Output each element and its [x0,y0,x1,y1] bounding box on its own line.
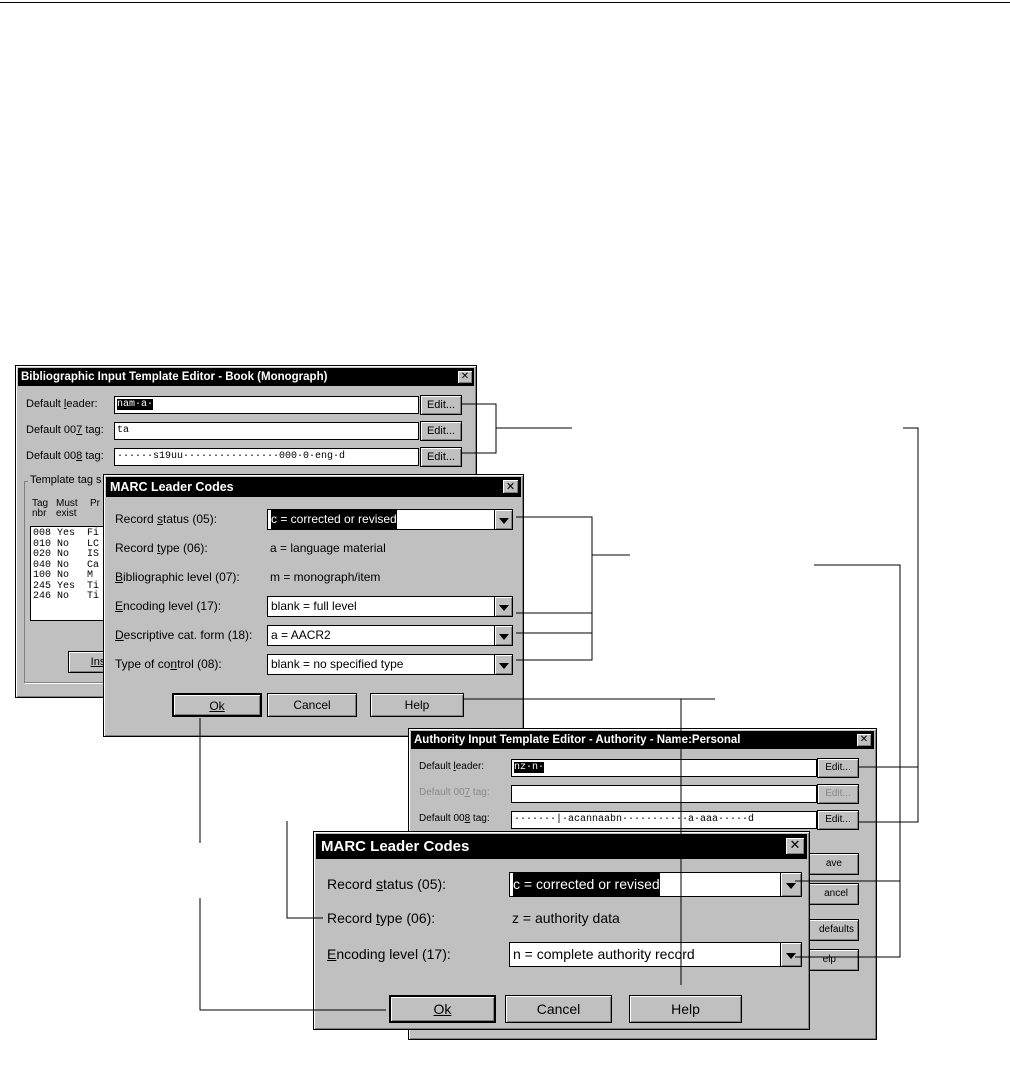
window-title: Bibliographic Input Template Editor - Bo… [18,368,474,386]
window-title: Authority Input Template Editor - Author… [411,731,874,749]
default-007-label: Default 007 tag: [419,787,490,798]
edit-leader-button[interactable]: Edit... [817,758,859,778]
bib-level-label: Bibliographic level (07): [115,570,240,584]
chevron-down-icon[interactable] [494,510,512,529]
default-leader-field[interactable]: nz·n· [511,759,817,777]
list-item[interactable]: 245 Yes Ti [33,580,100,592]
dialog-title: MARC Leader Codes [106,477,521,497]
list-item[interactable]: 040 No Ca [33,559,100,571]
ok-button[interactable]: Ok [389,995,496,1023]
dialog-title: MARC Leader Codes [316,834,807,859]
edit-007-button[interactable]: Edit... [420,421,462,441]
edit-007-button: Edit... [817,784,859,804]
record-type-value: z = authority data [512,910,620,926]
edit-008-button[interactable]: Edit... [817,810,859,830]
template-tags-group-label: Template tag s [28,474,104,486]
bib-level-value: m = monograph/item [270,570,381,584]
cancel-button[interactable]: Cancel [505,995,612,1023]
edit-leader-button[interactable]: Edit... [420,395,462,415]
descriptive-cat-label: Descriptive cat. form (18): [115,628,253,642]
edit-008-button[interactable]: Edit... [420,447,462,467]
default-007-field[interactable]: ta [114,422,419,440]
list-item[interactable]: 100 No M [33,570,94,581]
chevron-down-icon[interactable] [494,597,512,616]
encoding-level-select[interactable]: n = complete authority record [509,942,802,967]
cancel-button[interactable]: Cancel [267,693,357,717]
encoding-level-label: Encoding level (17): [115,599,222,613]
close-icon[interactable]: ✕ [856,733,872,747]
help-button[interactable]: Help [629,995,742,1023]
chevron-down-icon[interactable] [494,655,512,674]
record-type-label: Record type (06): [327,910,436,926]
default-007-field [511,785,817,803]
encoding-level-label: Encoding level (17): [327,946,451,962]
default-leader-label: Default leader: [26,398,98,410]
record-status-select[interactable]: c = corrected or revised [509,872,802,897]
chevron-down-icon[interactable] [494,626,512,645]
descriptive-cat-select[interactable]: a = AACR2 [267,625,513,646]
record-type-label: Record type (06): [115,541,208,555]
default-007-label: Default 007 tag: [26,424,104,436]
chevron-down-icon[interactable] [780,873,801,896]
chevron-down-icon[interactable] [780,943,801,966]
page-rule [0,2,1010,3]
record-status-label: Record status (05): [327,876,447,892]
record-type-value: a = language material [270,541,386,555]
record-status-label: Record status (05): [115,512,218,526]
default-008-label: Default 008 tag: [26,450,104,462]
ok-button[interactable]: Ok [172,693,262,717]
template-tags-list[interactable]: 008 Yes Fi 010 No LC 020 No IS 040 No Ca… [30,526,110,621]
col-pr-header: Pr [90,498,100,509]
default-leader-label: Default leader: [419,761,485,772]
list-item[interactable]: 246 No Ti [33,591,100,602]
marc-leader-codes-dialog-bib: MARC Leader Codes ✕ Record status (05): … [103,474,524,737]
control-type-select[interactable]: blank = no specified type [267,654,513,675]
control-type-label: Type of control (08): [115,657,222,671]
marc-leader-codes-dialog-auth: MARC Leader Codes ✕ Record status (05): … [313,831,810,1030]
default-008-field[interactable]: ·······|·acannaabn···········a·aaa·····d [511,811,817,829]
help-button[interactable]: Help [370,693,464,717]
callout-line [516,516,593,661]
default-leader-field[interactable]: nam·a· [114,396,419,414]
default-008-field[interactable]: ······s19uu················000·0·eng·d [114,448,419,466]
close-icon[interactable]: ✕ [785,837,805,855]
list-item[interactable]: 008 Yes Fi [33,528,100,539]
list-item[interactable]: 010 No LC [33,538,100,550]
record-status-select[interactable]: c = corrected or revised [267,509,513,530]
close-icon[interactable]: ✕ [457,370,473,384]
encoding-level-select[interactable]: blank = full level [267,596,513,617]
list-item[interactable]: 020 No IS [33,549,100,560]
close-icon[interactable]: ✕ [502,479,519,494]
default-008-label: Default 008 tag: [419,813,490,824]
